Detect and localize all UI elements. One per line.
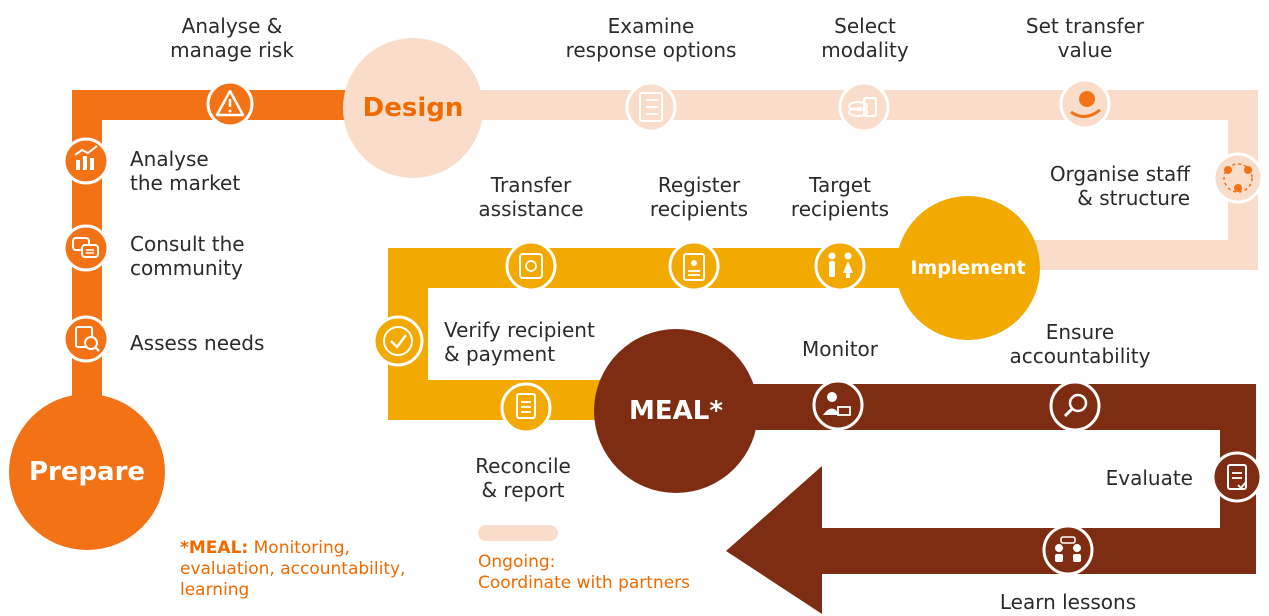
step-set-transfer-value: Set transfer value [1025, 14, 1145, 62]
hand-coin-icon [1059, 78, 1111, 130]
magnifier-icon [1049, 380, 1101, 432]
step-register-recipients: Register recipients [649, 173, 749, 221]
meal-footnote-definition: Monitoring, evaluation, accountability, … [180, 538, 406, 600]
document-icon [500, 382, 552, 434]
market-chart-icon [62, 137, 110, 185]
step-analyse-market: Analyse the market [130, 147, 241, 195]
check-circle-icon [372, 315, 424, 367]
step-assess-needs: Assess needs [130, 331, 265, 355]
monitor-person-icon [812, 379, 864, 431]
step-analyse-risk: Analyse & manage risk [170, 14, 294, 62]
assessment-icon [62, 315, 110, 363]
step-target-recipients: Target recipients [790, 173, 890, 221]
clipboard-check-icon [1211, 451, 1263, 503]
id-card-icon [668, 240, 720, 292]
warning-icon [206, 80, 254, 128]
money-stack-icon [838, 81, 890, 133]
chat-bubbles-icon [62, 224, 110, 272]
phase-prepare-label: Prepare [28, 457, 146, 487]
ongoing-legend-text: Ongoing: Coordinate with partners [478, 552, 691, 593]
checklist-icon [625, 81, 677, 133]
team-structure-icon [1212, 152, 1264, 204]
phone-transfer-icon [505, 240, 557, 292]
return-arrow [726, 466, 830, 614]
step-reconcile-report: Reconcile & report [475, 454, 571, 502]
implement-circle [896, 196, 1040, 340]
phase-meal-label: MEAL* [629, 396, 723, 426]
children-icon [814, 240, 866, 292]
step-transfer-assistance: Transfer assistance [478, 173, 584, 221]
step-monitor: Monitor [801, 337, 879, 361]
design-circle [343, 38, 483, 178]
step-examine-options: Examine response options [565, 14, 737, 62]
prepare-circle [9, 394, 165, 550]
meal-footnote-term: *MEAL: [180, 538, 249, 558]
phase-design-label: Design [362, 93, 464, 123]
phase-implement-label: Implement [910, 257, 1026, 279]
step-evaluate: Evaluate [1105, 466, 1193, 490]
step-consult-community: Consult the community [130, 232, 245, 280]
step-verify-payment: Verify recipient & payment [444, 318, 595, 366]
step-ensure-accountability: Ensure accountability [1009, 320, 1151, 368]
meeting-icon [1042, 524, 1094, 576]
step-select-modality: Select modality [821, 14, 909, 62]
meal-footnote: *MEAL: Monitoring, evaluation, accountab… [180, 538, 405, 601]
step-learn-lessons: Learn lessons [999, 590, 1137, 614]
meal-circle [594, 329, 758, 493]
ongoing-legend-swatch [478, 525, 558, 541]
step-organise-staff: Organise staff & structure [1049, 162, 1190, 210]
